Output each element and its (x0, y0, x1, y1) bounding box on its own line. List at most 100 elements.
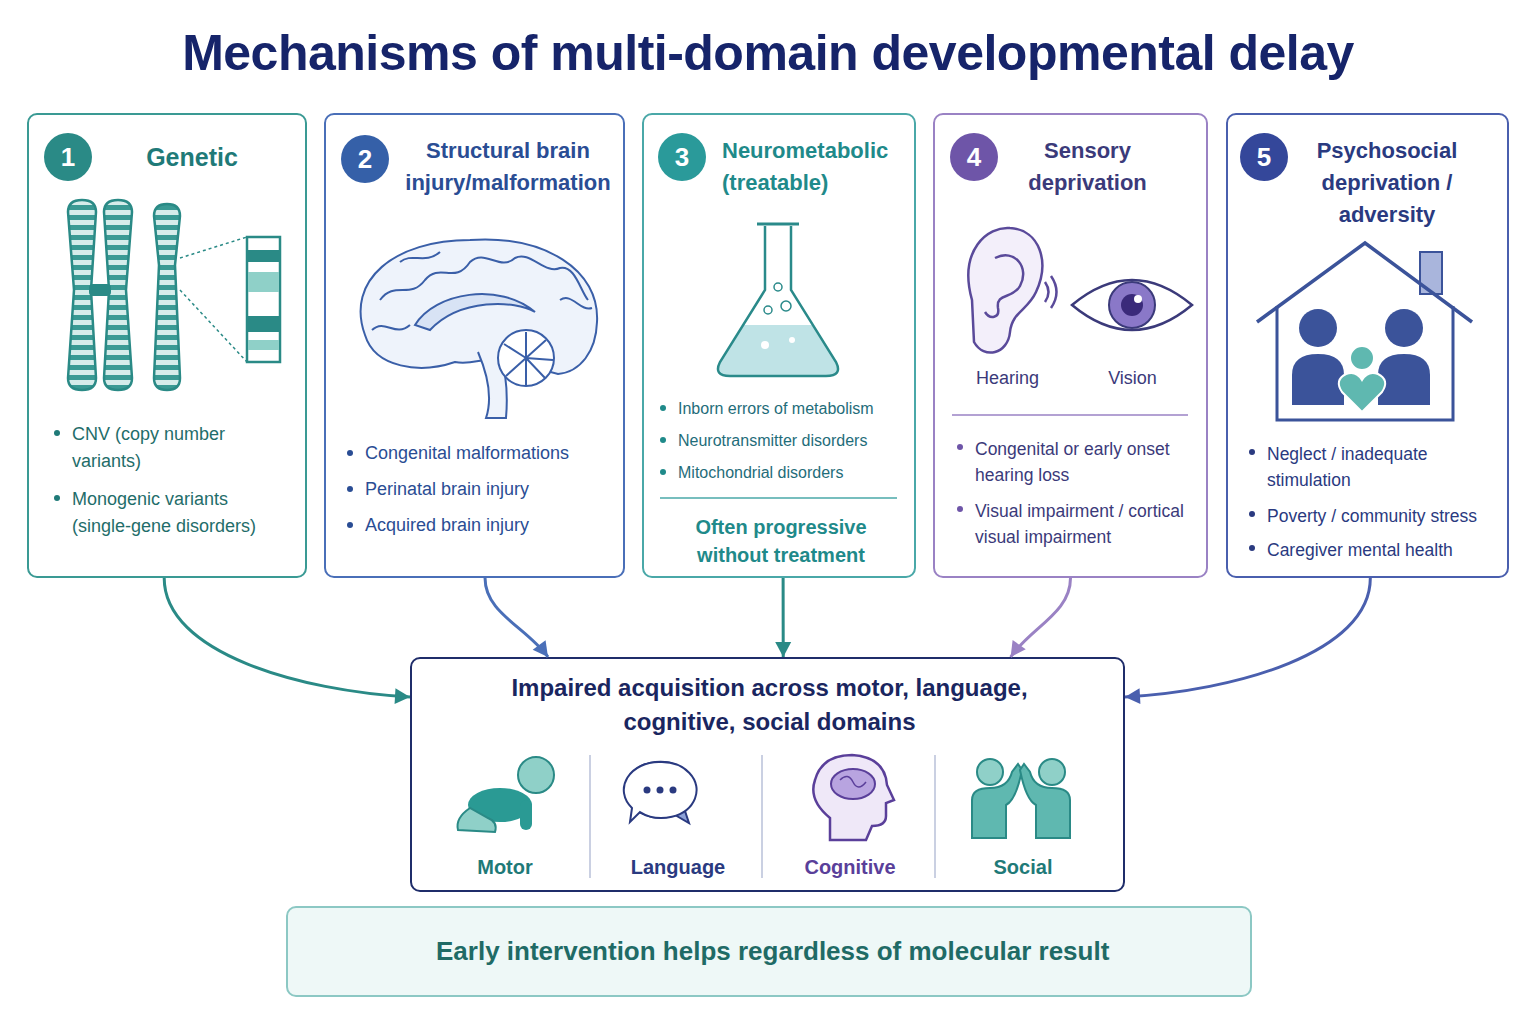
box-heading: Structural brain injury/malformation (392, 135, 624, 199)
person-body (1020, 764, 1070, 838)
domain-label: Motor (435, 854, 575, 880)
adult-body (1292, 354, 1344, 405)
brain-icon (361, 240, 598, 418)
connector-line (164, 578, 410, 697)
ear-curl (985, 255, 1023, 317)
flask-liquid (718, 325, 838, 376)
mechanism-box: Neurometabolic (treatable)Inborn errors … (642, 113, 916, 578)
crawling-baby-icon (458, 757, 555, 832)
number-badge: 5 (1240, 133, 1288, 181)
iris (1109, 282, 1155, 328)
arrow-head (1011, 640, 1026, 657)
divider-line (660, 497, 897, 499)
bullet-item: CNV (copy number variants) (72, 421, 287, 475)
outcome-heading: Impaired acquisition across motor, langu… (482, 671, 1057, 739)
person-body (972, 764, 1022, 838)
connector-line (1011, 578, 1071, 657)
connector-line (485, 578, 548, 657)
gene-band (248, 250, 279, 262)
domain-label: Cognitive (780, 854, 920, 880)
number-badge: 3 (658, 133, 706, 181)
outcome-box: Impaired acquisition across motor, langu… (410, 657, 1125, 892)
corpus-callosum (415, 294, 535, 330)
takeaway-text: Early intervention helps regardless of m… (436, 935, 1248, 969)
box-heading: Genetic (119, 141, 265, 174)
roof (1257, 243, 1472, 322)
gene-band (248, 340, 279, 350)
heart (1339, 373, 1385, 412)
bullet-item: Congenital malformations (365, 441, 615, 466)
flask-icon (718, 224, 838, 376)
connector-arrow (164, 578, 410, 704)
bubble (761, 341, 769, 349)
bullet-item: Neurotransmitter disorders (678, 430, 913, 452)
gene-band (248, 272, 279, 292)
connector-arrow (775, 578, 791, 657)
person-head (1039, 759, 1065, 785)
baby-arm (520, 800, 532, 830)
eye-glint (1134, 295, 1142, 303)
number-badge: 1 (44, 133, 92, 181)
person-head (977, 759, 1003, 785)
head-profile (813, 755, 894, 840)
icon-label: Vision (1080, 367, 1185, 390)
callout-number: 4 (950, 133, 998, 181)
callout-number: 2 (341, 135, 389, 183)
centromere (89, 284, 111, 296)
connector-line (782, 578, 785, 657)
callout-number: 1 (44, 133, 92, 181)
bullet-item: Visual impairment / cortical visual impa… (975, 498, 1203, 551)
dot (670, 787, 677, 794)
bullet-item: Caregiver mental health (1267, 537, 1505, 563)
chromatid (154, 204, 180, 390)
baby-head (518, 757, 554, 793)
ear-outline (968, 228, 1042, 353)
box-heading: Sensory deprivation (1010, 135, 1165, 199)
child-head (1350, 346, 1374, 370)
bullet-item: Perinatal brain injury (365, 477, 615, 502)
bubble (764, 306, 772, 314)
bullet-item: Inborn errors of metabolism (678, 398, 913, 420)
connector-arrow (1125, 578, 1370, 704)
number-badge: 2 (341, 135, 389, 183)
head-brain-icon (813, 755, 894, 840)
mechanism-box: Structural brain injury/malformationCong… (324, 113, 625, 578)
bullet-item: Acquired brain injury (365, 513, 615, 538)
eye-outline (1072, 280, 1192, 330)
dot (657, 787, 664, 794)
speech-bubble (624, 762, 697, 822)
bubble (781, 301, 791, 311)
brain-fold (840, 776, 866, 787)
adult-head (1299, 309, 1337, 347)
sound-wave (1051, 276, 1057, 308)
bullet-item: Mitochondrial disorders (678, 462, 913, 484)
ear-icon (968, 228, 1056, 353)
zoom-line (180, 237, 247, 258)
arrow-head (1125, 688, 1140, 704)
arrow-head (775, 642, 791, 657)
chromosome-icon (68, 200, 280, 390)
arrow-head (395, 688, 410, 704)
walls (1277, 306, 1453, 420)
connector-line (1125, 578, 1370, 697)
divider-line (952, 414, 1188, 416)
cerebellum-folia (504, 332, 553, 385)
gene-band-zoom (247, 237, 280, 362)
bubble (789, 337, 795, 343)
icon-label: Hearing (955, 367, 1060, 390)
bullet-item: Monogenic variants (single-gene disorder… (72, 486, 292, 540)
divider-line (934, 755, 936, 878)
box-note: Often progressive without treatment (659, 513, 903, 569)
baby-leg (458, 808, 496, 832)
gene-band (248, 316, 279, 332)
connector-arrow (1011, 578, 1071, 657)
bubble (774, 283, 782, 291)
number-badge: 4 (950, 133, 998, 181)
adult-head (1385, 309, 1423, 347)
callout-number: 3 (658, 133, 706, 181)
takeaway-band: Early intervention helps regardless of m… (286, 906, 1252, 997)
divider-line (761, 755, 763, 878)
divider-line (589, 755, 591, 878)
